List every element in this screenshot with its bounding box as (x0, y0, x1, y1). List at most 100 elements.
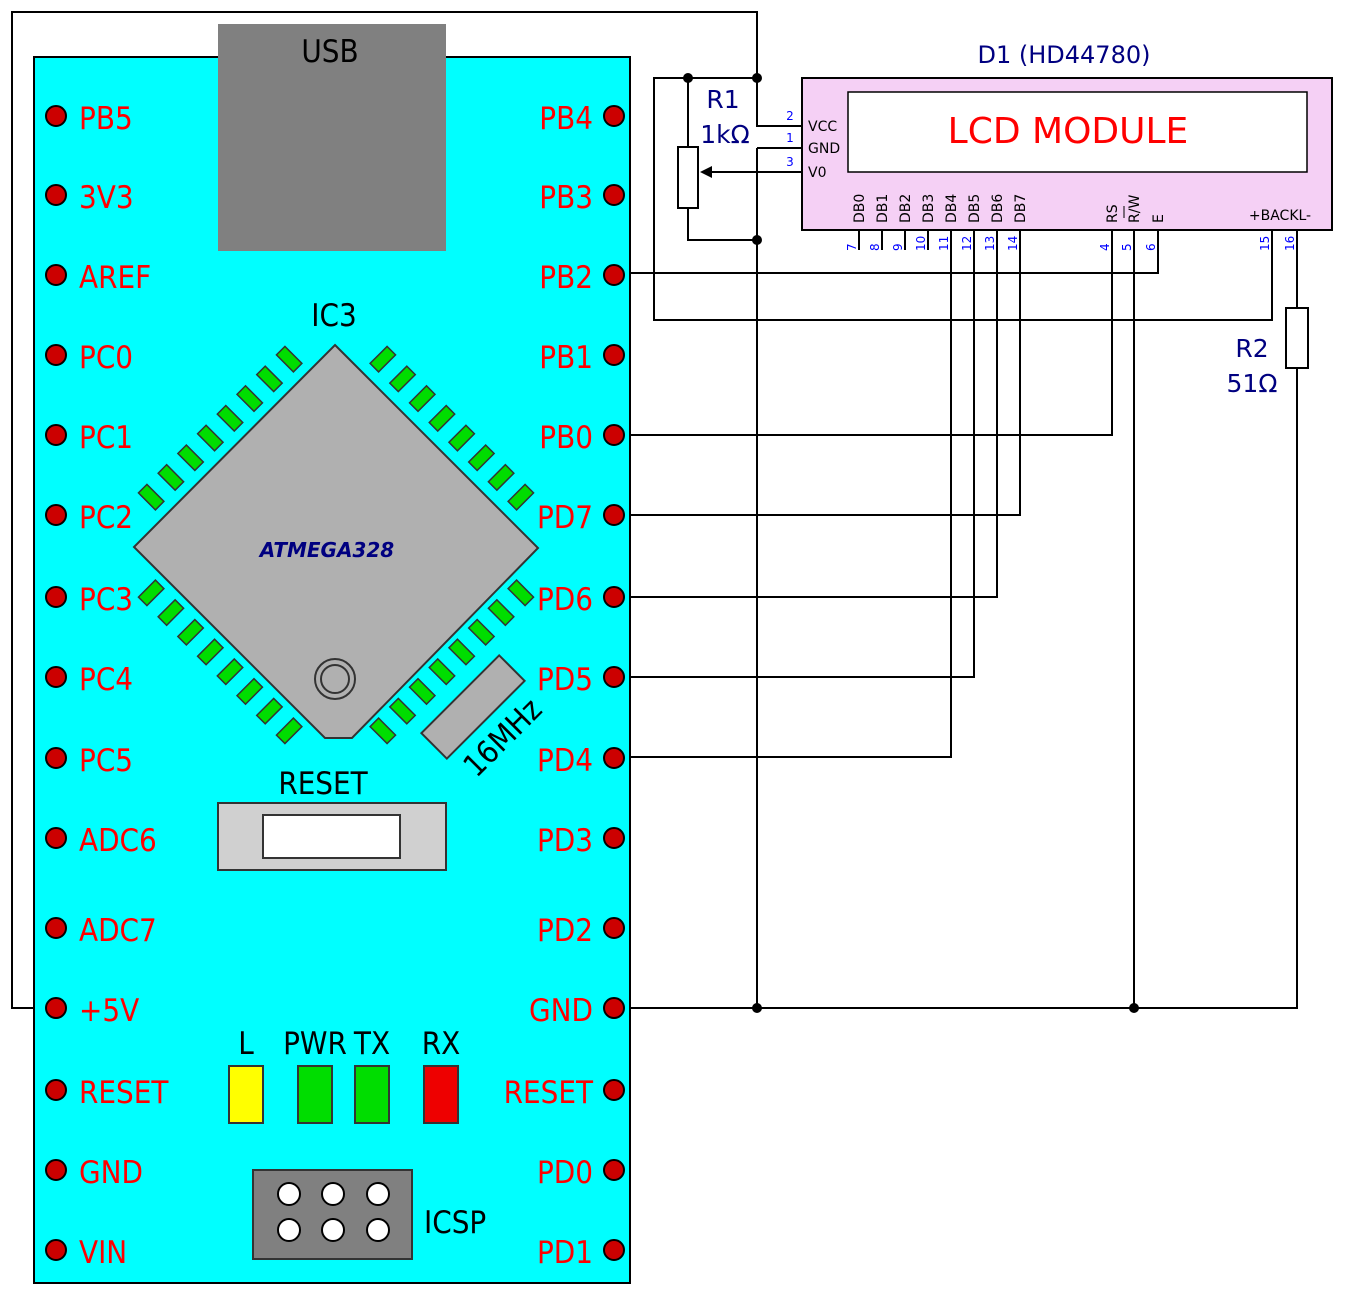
left-pin-pad (45, 917, 67, 939)
reset-button-cap[interactable] (262, 814, 401, 859)
lcd-pin-name: V0 (808, 165, 826, 181)
right-pin-pad (603, 105, 625, 127)
left-pin-label: PB5 (79, 101, 133, 137)
ic-pin (196, 424, 225, 452)
lcd-pin-name: E (1151, 214, 1167, 223)
r1-potentiometer: R1 1kΩ (677, 85, 750, 209)
lcd-pin-number: 7 (845, 243, 859, 251)
ic-pin-body (507, 483, 535, 511)
wire-5v-to-vcc (11, 11, 802, 1009)
ic-pin (487, 463, 515, 492)
ic-pin-body (408, 677, 437, 706)
lcd-pin-number: 1 (786, 131, 794, 145)
ic-pin-body (137, 579, 165, 607)
ic-pin (216, 657, 244, 686)
lcd-pin-number: 16 (1283, 236, 1297, 251)
right-pin-label: GND (529, 993, 593, 1029)
lcd-pin-name: RS (1105, 204, 1121, 223)
right-pin-pad (603, 264, 625, 286)
ic-pin (408, 677, 437, 706)
ic-pin-body (487, 463, 515, 492)
right-pin-label: PB2 (539, 260, 593, 296)
left-pin-label: PC2 (79, 500, 133, 536)
lcd-screen (847, 91, 1308, 173)
ic-pin (235, 384, 264, 413)
right-pin-label: PB0 (539, 420, 593, 456)
right-pin-label: PD3 (537, 823, 593, 859)
lcd-pin-name: GND (808, 141, 840, 157)
left-pin-pad (45, 1079, 67, 1101)
arduino-nano-board: USB PB53V3AREFPC0PC1PC2PC3PC4PC5ADC6ADC7… (33, 24, 631, 1284)
ic-pin (255, 697, 284, 725)
lcd-pin-number: 3 (786, 155, 794, 169)
r1-name: R1 (706, 85, 739, 114)
ic-pin (369, 345, 397, 373)
left-pin-label: PC3 (79, 582, 133, 618)
right-pin-label: PD7 (537, 500, 593, 536)
left-pin-pad (45, 997, 67, 1019)
lcd-pin-number: 12 (960, 236, 974, 251)
led-indicator (297, 1065, 333, 1124)
ic-pin (157, 598, 185, 627)
led-label: TX (353, 1026, 390, 1062)
left-pin-label: PC0 (79, 340, 133, 376)
wire-backlight-plus (653, 77, 1273, 321)
left-pin-pad (45, 1159, 67, 1181)
ic-pin (447, 638, 476, 666)
pin1-marker-inner (320, 664, 350, 694)
ic-pin (467, 443, 496, 472)
wire-pd7-db7 (628, 250, 1021, 516)
junction-dot (683, 73, 693, 83)
r1-value: 1kΩ (700, 120, 750, 149)
ic-pin-body (388, 697, 417, 725)
left-pin-label: ADC7 (79, 913, 157, 949)
right-pin-pad (603, 1239, 625, 1261)
right-pin-header: PB4PB3PB2PB1PB0PD7PD6PD5PD4PD3PD2GNDRESE… (504, 101, 625, 1271)
crystal (419, 653, 527, 761)
ic-pin-body (408, 384, 437, 413)
ic-pin-body (388, 365, 417, 393)
left-pin-pad (45, 1239, 67, 1261)
wire-gnd-horizontal (628, 368, 1298, 1009)
wires (11, 11, 1298, 1013)
ic-pin-body (487, 598, 515, 627)
icsp-pin-hole (321, 1182, 345, 1206)
reset-button-label: RESET (278, 766, 368, 802)
right-pin-label: PD0 (537, 1155, 593, 1191)
r1-body (677, 146, 699, 209)
right-pin-pad (603, 827, 625, 849)
ic-pin-body (137, 483, 165, 511)
ic-pin-body (369, 345, 397, 373)
lcd-pin-number: 13 (983, 236, 997, 251)
lcd-pin-name: DB7 (1013, 194, 1029, 223)
ic-pin-body (275, 345, 303, 373)
lcd-pin-name: DB5 (967, 194, 983, 223)
usb-connector (218, 24, 446, 251)
ic-pin-body (157, 463, 185, 492)
lcd-pin-name: DB2 (898, 194, 914, 223)
chip-label: ATMEGA328 (258, 538, 394, 562)
icsp-pin-hole (321, 1218, 345, 1242)
icsp-pin-hole (366, 1182, 390, 1206)
right-pin-pad (603, 997, 625, 1019)
ic-pin-body (507, 579, 535, 607)
ic-pin-body (467, 618, 496, 647)
lcd-pin-name: DB0 (852, 194, 868, 223)
ic-pin-body (447, 638, 476, 666)
left-pin-pad (45, 586, 67, 608)
ic-pin (507, 483, 535, 511)
usb-label: USB (301, 34, 358, 70)
r2-body (1285, 307, 1309, 369)
left-pin-label: GND (79, 1155, 143, 1191)
ic-pin (137, 579, 165, 607)
ic-pin-body (428, 657, 456, 686)
lcd-pin-name: DB6 (990, 194, 1006, 223)
lcd-pin-number: 9 (891, 243, 905, 251)
ic-pin (176, 443, 205, 472)
ic-pin-body (216, 657, 244, 686)
lcd-pin-name: VCC (808, 119, 837, 135)
lcd-pin-number: 2 (786, 109, 794, 123)
ic-pin-body (255, 697, 284, 725)
ic-pin (428, 404, 456, 433)
